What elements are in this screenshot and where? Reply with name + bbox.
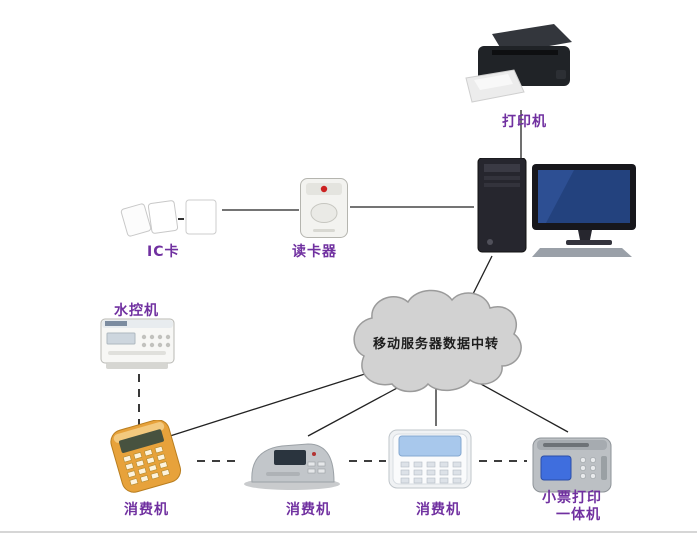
cloud-label: 移动服务器数据中转	[372, 337, 499, 352]
pos-machine-2-label: 消费机	[286, 502, 331, 518]
water-controller-icon	[100, 317, 176, 371]
receipt-printer-icon	[531, 430, 613, 496]
solid-connectors	[169, 110, 569, 437]
card-reader-icon	[299, 177, 349, 239]
receipt-printer-label-line2: 一体机	[556, 507, 601, 523]
desktop-computer-icon	[474, 157, 646, 258]
pos-machine-3-icon	[387, 426, 473, 492]
pos-machine-3-label: 消费机	[416, 502, 461, 518]
water-controller-label: 水控机	[114, 303, 159, 319]
card-reader-label: 读卡器	[292, 244, 337, 260]
cloud-shape	[353, 289, 522, 393]
pos-machine-1-icon	[100, 419, 192, 494]
pos-machine-2-icon	[242, 434, 342, 490]
ic-card-label: IC卡	[147, 244, 180, 260]
receipt-printer-label-line1: 小票打印	[542, 490, 602, 506]
dashed-connectors	[138, 374, 527, 462]
ic-cards-icon	[120, 196, 220, 240]
printer-icon	[458, 20, 582, 110]
printer-label: 打印机	[502, 114, 547, 130]
pos-machine-1-label: 消费机	[124, 502, 169, 518]
